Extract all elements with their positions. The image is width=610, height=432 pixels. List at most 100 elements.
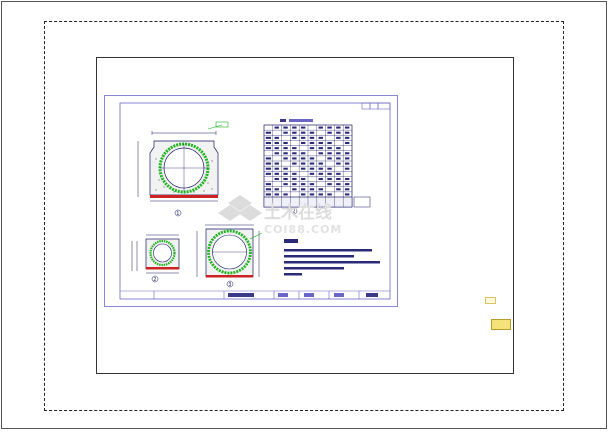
base-slab-3 xyxy=(206,275,253,278)
table-cell-mark xyxy=(274,193,279,196)
table-cell-mark xyxy=(283,147,288,150)
table-cell-mark xyxy=(318,193,323,196)
base-slab-2 xyxy=(146,267,179,270)
table-cell-mark xyxy=(274,141,279,145)
table-cell-mark xyxy=(327,167,332,170)
table-cell-mark xyxy=(344,152,350,155)
section-label-2: 2 xyxy=(153,277,156,283)
watermark-logo-icon xyxy=(218,195,262,221)
table-cell-mark xyxy=(283,183,288,186)
table-cell-mark xyxy=(292,172,297,175)
table-cell-mark xyxy=(274,172,279,175)
table-cell-mark xyxy=(344,141,350,145)
table-cell-mark xyxy=(327,193,332,196)
table-cell-mark xyxy=(265,147,272,150)
table-cell-mark xyxy=(327,147,332,150)
table-cell-mark xyxy=(292,147,297,150)
table-cell-mark xyxy=(300,136,306,139)
pipe-section-detail-3: 3 xyxy=(196,224,263,288)
pipe-section-detail-1: 1 xyxy=(137,121,229,217)
table-cell-mark xyxy=(344,162,350,165)
table-cell-mark xyxy=(300,157,306,160)
table-cell-mark xyxy=(265,136,272,139)
table-cell-mark xyxy=(265,183,272,186)
table-cell-mark xyxy=(336,183,341,186)
table-cell-mark xyxy=(344,131,350,134)
table-cell-mark xyxy=(344,183,350,186)
table-cell-mark xyxy=(309,172,315,175)
table-cell-mark xyxy=(300,177,306,181)
section-mark-1 xyxy=(174,209,182,217)
base-slab-1 xyxy=(150,195,218,198)
table-cell-mark xyxy=(327,172,332,175)
table-cell-mark xyxy=(318,167,323,170)
notes-block xyxy=(284,239,380,276)
watermark-sub: COI88.COM xyxy=(264,223,342,236)
table-cell-mark xyxy=(300,193,306,196)
table-cell-mark xyxy=(344,126,350,129)
table-cell-mark xyxy=(300,167,306,170)
table-cell-mark xyxy=(336,136,341,139)
table-cell-mark xyxy=(344,188,350,191)
table-cell-mark xyxy=(300,126,306,129)
drawing-sheet[interactable]: 1 2 2 xyxy=(104,95,398,307)
table-cell-mark xyxy=(336,131,341,134)
table-cell-mark xyxy=(283,172,288,175)
table-cell-mark xyxy=(327,152,332,155)
table-cell-mark xyxy=(327,141,332,145)
table-cell-mark xyxy=(336,152,341,155)
table-cell-mark xyxy=(344,193,350,196)
status-badge[interactable] xyxy=(491,319,511,330)
table-cell-mark xyxy=(344,136,350,139)
table-cell-mark xyxy=(336,162,341,165)
table-cell-mark xyxy=(309,188,315,191)
table-cell-mark xyxy=(283,167,288,170)
table-cell-mark xyxy=(309,183,315,186)
yellow-marker-icon[interactable] xyxy=(485,297,496,304)
table-cell-mark xyxy=(292,152,297,155)
table-cell-mark xyxy=(292,136,297,139)
watermark: 土木在线 COI88.COM xyxy=(218,195,342,236)
table-cell-mark xyxy=(327,131,332,134)
table-cell-mark xyxy=(309,167,315,170)
table-cell-mark xyxy=(265,141,272,145)
watermark-main: 土木在线 xyxy=(264,202,332,223)
table-cell-mark xyxy=(265,157,272,160)
table-cell-mark xyxy=(344,167,350,170)
table-cell-mark xyxy=(265,188,272,191)
table-cell-mark xyxy=(309,141,315,145)
table-cell-mark xyxy=(283,152,288,155)
table-cell-mark xyxy=(274,136,279,139)
table-cell-mark xyxy=(300,141,306,145)
table-cell-mark xyxy=(318,162,323,165)
table-cell-mark xyxy=(274,162,279,165)
section-label-1: 1 xyxy=(176,211,179,217)
table-cell-mark xyxy=(265,131,272,134)
pipe-section-detail-2: 2 xyxy=(131,234,180,283)
table-cell-mark xyxy=(283,141,288,145)
table-cell-mark xyxy=(336,177,341,181)
table-cell-mark xyxy=(283,177,288,181)
table-cell-mark xyxy=(336,157,341,160)
table-cell-mark xyxy=(318,152,323,155)
table-cell-mark xyxy=(283,131,288,134)
table-cell-mark xyxy=(292,162,297,165)
table-cell-mark xyxy=(265,172,272,175)
table-cell-mark xyxy=(336,188,341,191)
table-cell-mark xyxy=(274,177,279,181)
table-cell-mark xyxy=(300,162,306,165)
table-cell-mark xyxy=(309,157,315,160)
table-cell-mark xyxy=(283,157,288,160)
table-cell-mark xyxy=(344,177,350,181)
table-cell-mark xyxy=(327,183,332,186)
table-cell-mark xyxy=(309,147,315,150)
table-cell-mark xyxy=(344,157,350,160)
table-cell-mark xyxy=(292,131,297,134)
table-cell-mark xyxy=(318,188,323,191)
table-cell-mark xyxy=(300,188,306,191)
table-cell-mark xyxy=(283,193,288,196)
table-cell-mark xyxy=(327,157,332,160)
table-cell-mark xyxy=(292,183,297,186)
